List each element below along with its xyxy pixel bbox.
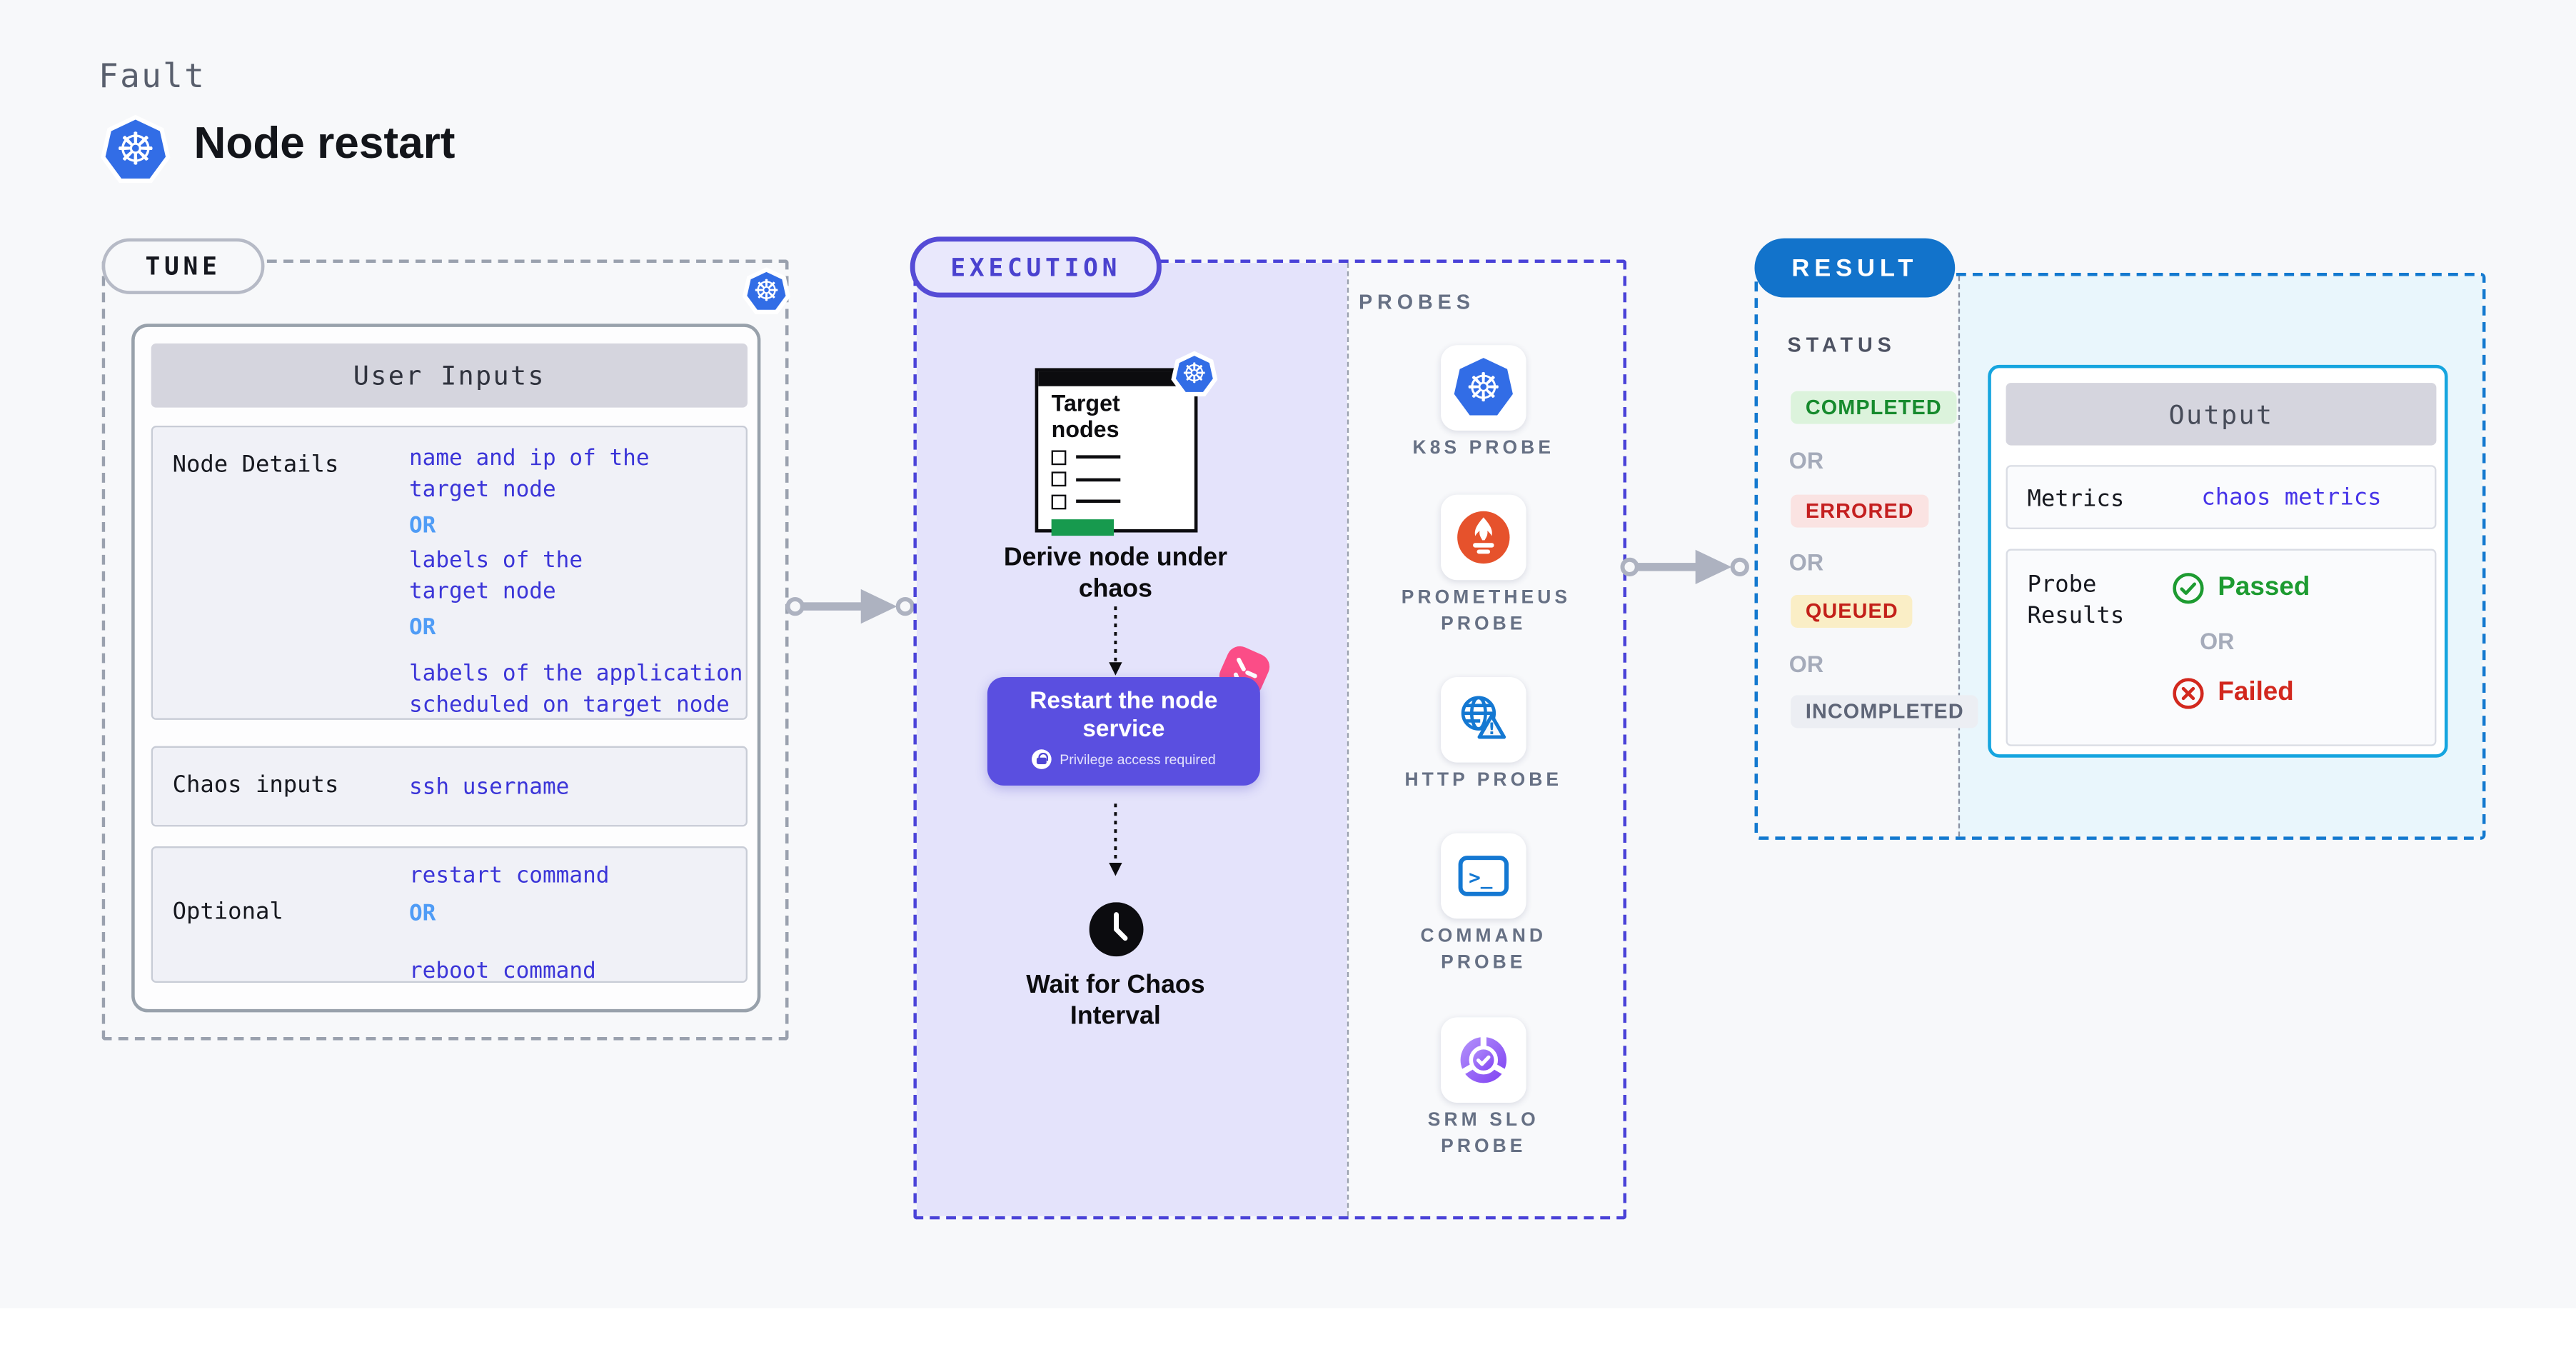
tune-section-box (101, 259, 789, 1041)
kubernetes-icon: ☸ (741, 266, 792, 317)
fault-eyebrow: Fault (99, 56, 206, 96)
checkbox-icon (1051, 494, 1067, 509)
row-value: labels of the application scheduled on t… (408, 661, 743, 718)
row-label: Chaos inputs (172, 772, 339, 799)
prometheus-icon (1457, 511, 1510, 564)
progress-bar (1051, 518, 1115, 535)
step-derive-caption: Derive node under chaos (1003, 544, 1227, 604)
probe-label: HTTP PROBE (1404, 771, 1563, 791)
restart-node-service-step: Restart the node service Privilege acces… (987, 677, 1260, 786)
check-circle-icon (2173, 573, 2204, 604)
passed-label: Passed (2218, 574, 2310, 602)
node-details-row: Node Details name and ip of the target n… (151, 425, 748, 720)
kubernetes-icon: ☸ (1169, 350, 1219, 399)
lock-icon (1032, 749, 1052, 769)
tune-badge: TUNE (101, 238, 265, 294)
http-globe-warning-icon: ! (1461, 696, 1506, 739)
execution-badge: EXECUTION (910, 236, 1162, 298)
row-value: restart command (408, 863, 610, 889)
dotted-arrow-down (1109, 606, 1122, 676)
prometheus-probe-card (1440, 494, 1526, 581)
http-probe-card: ! (1440, 677, 1526, 763)
optional-row: Optional restart command OR reboot comma… (151, 846, 748, 984)
srm-slo-probe-card (1440, 1017, 1526, 1103)
or-separator: OR (408, 512, 436, 539)
probe-label: PROMETHEUS PROBE (1401, 588, 1571, 634)
step-wait-caption: Wait for Chaos Interval (1026, 971, 1205, 1031)
or-separator: OR (1788, 549, 1824, 576)
probes-title: PROBES (1358, 291, 1475, 314)
status-column (1758, 276, 1958, 837)
status-badge-incompleted: INCOMPLETED (1791, 695, 1979, 728)
flow-arrow-tune-to-execution (785, 589, 915, 624)
or-separator: OR (408, 614, 436, 641)
srm-slo-gauge-check-icon (1460, 1035, 1507, 1083)
probe-label: COMMAND PROBE (1420, 926, 1547, 973)
kubernetes-icon: ☸ (99, 114, 173, 188)
dotted-arrow-down (1109, 803, 1122, 876)
probe-result-passed: Passed (2172, 572, 2310, 605)
command-probe-card: >_ (1440, 833, 1526, 919)
flow-arrow-probes-to-result (1620, 549, 1749, 585)
probe-label: SRM SLO PROBE (1427, 1111, 1539, 1156)
failed-label: Failed (2218, 678, 2294, 707)
svg-text:!: ! (1488, 721, 1495, 738)
status-badge-completed: COMPLETED (1791, 391, 1957, 424)
probe-results-row: Probe Results Passed OR Failed (2006, 549, 2437, 746)
probe-results-label: Probe Results (2027, 571, 2125, 630)
k8s-probe-card: ☸ (1440, 345, 1526, 431)
output-card: Output Metrics chaos metrics Probe Resul… (1988, 364, 2448, 758)
row-value: labels of the target node (408, 547, 583, 605)
checkbox-icon (1051, 471, 1067, 487)
status-title: STATUS (1787, 334, 1896, 357)
row-label: Optional (172, 898, 283, 926)
privilege-note: Privilege access required (1032, 749, 1216, 769)
privilege-note-text: Privilege access required (1060, 751, 1216, 768)
status-badge-queued: QUEUED (1791, 594, 1913, 628)
target-card-title: Target nodes (1051, 389, 1120, 441)
kubernetes-icon: ☸ (1452, 356, 1514, 419)
clock-icon (1089, 902, 1144, 957)
status-badge-errored: ERRORED (1791, 494, 1929, 528)
row-value: ssh username (408, 773, 570, 801)
user-inputs-card: User Inputs Node Details name and ip of … (131, 324, 761, 1013)
metrics-row: Metrics chaos metrics (2006, 465, 2437, 529)
node-list-item (1051, 494, 1194, 509)
metrics-label: Metrics (2027, 486, 2125, 513)
target-nodes-card: Target nodes (1035, 368, 1198, 535)
svg-text:>_: >_ (1469, 866, 1493, 889)
metrics-value: chaos metrics (2201, 484, 2382, 511)
terminal-icon: >_ (1458, 856, 1509, 896)
output-header: Output (2006, 383, 2437, 446)
chaos-inputs-row: Chaos inputs ssh username (151, 746, 748, 827)
user-inputs-header: User Inputs (151, 343, 748, 408)
or-separator: OR (1788, 446, 1824, 474)
row-label: Node Details (172, 451, 339, 479)
row-value: name and ip of the target node (408, 445, 650, 504)
node-list-item (1051, 449, 1194, 465)
page-title: Node restart (193, 118, 456, 168)
node-list-item (1051, 471, 1194, 487)
probe-result-failed: Failed (2172, 677, 2294, 710)
bottom-strip (0, 1308, 2576, 1357)
result-badge: RESULT (1754, 238, 1956, 298)
or-separator: OR (408, 900, 436, 927)
or-separator: OR (1788, 651, 1824, 678)
probe-label: K8S PROBE (1412, 439, 1555, 459)
checkbox-icon (1051, 449, 1067, 465)
row-value: reboot command (408, 958, 596, 985)
x-circle-icon (2173, 678, 2204, 709)
restart-step-title: Restart the node service (1030, 688, 1218, 743)
target-card-titlebar (1038, 371, 1194, 386)
or-separator: OR (2200, 627, 2235, 654)
